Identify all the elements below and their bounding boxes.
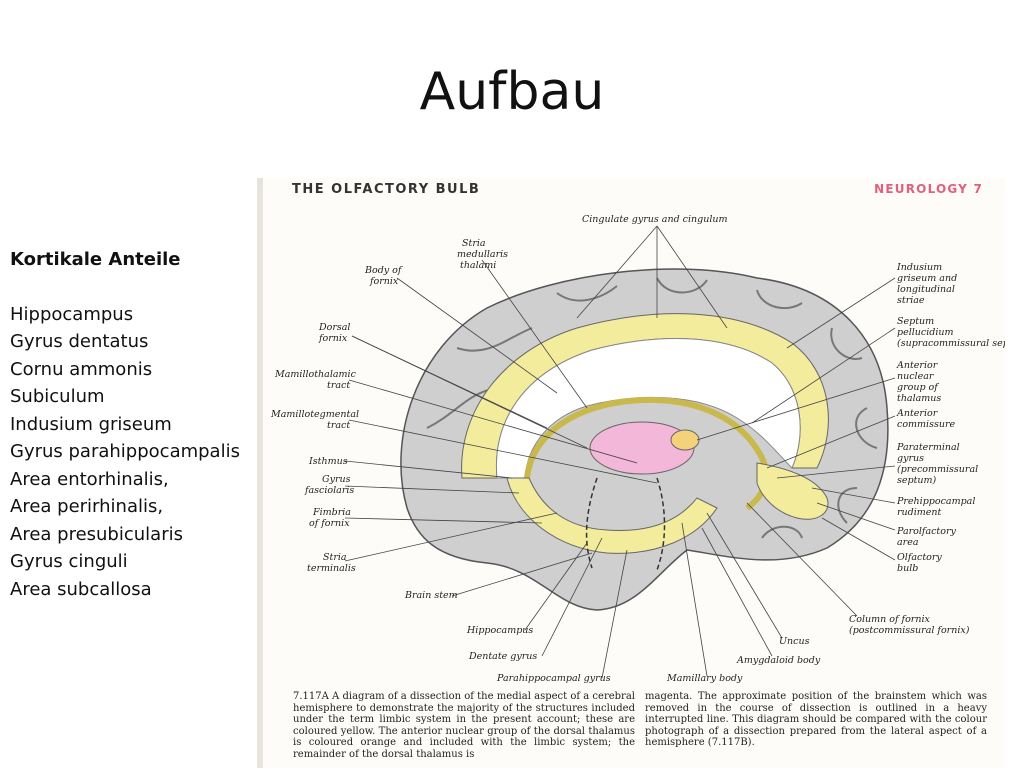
- label-mamillothalamic-2: tract: [327, 380, 350, 391]
- label-mamillotegmental: Mamillotegmental: [270, 409, 359, 420]
- label-anterior-nuclear-2: nuclear: [897, 371, 935, 382]
- gyri-lines: [426, 277, 878, 539]
- label-fimbria-2: of fornix: [309, 518, 350, 529]
- label-body-fornix: Body of: [364, 265, 403, 276]
- list-item: Subiculum: [10, 386, 105, 407]
- label-stria-medullaris: Stria: [462, 238, 486, 249]
- label-amygdaloid: Amygdaloid body: [736, 655, 821, 666]
- label-gyrus-fasciolaris: Gyrus: [322, 474, 351, 485]
- label-column-fornix-2: (postcommissural fornix): [849, 625, 970, 636]
- label-septum-2: pellucidium: [897, 327, 954, 338]
- label-fimbria: Fimbria: [312, 507, 351, 518]
- label-indusium-3: longitudinal: [897, 284, 955, 295]
- label-gyrus-fasciolaris-2: fasciolaris: [304, 485, 354, 496]
- label-prehippocampal-2: rudiment: [897, 507, 942, 518]
- list-item: Gyrus parahippocampalis: [10, 441, 240, 462]
- label-prehippocampal: Prehippocampal: [896, 496, 975, 507]
- label-stria-terminalis-2: terminalis: [307, 563, 356, 574]
- label-paraterminal-4: septum): [897, 475, 937, 486]
- label-stria-medullaris-3: thalami: [460, 260, 496, 271]
- label-indusium-4: striae: [897, 295, 925, 306]
- label-uncus: Uncus: [779, 636, 810, 647]
- label-dentate-gyrus: Dentate gyrus: [468, 651, 537, 662]
- label-parolfactory-2: area: [897, 537, 919, 548]
- plate-header-right: NEUROLOGY 7: [874, 182, 983, 196]
- label-paraterminal-3: (precommissural: [897, 464, 978, 475]
- brain-diagram: Cingulate gyrus and cingulum Stria medul…: [270, 214, 1005, 684]
- list-item: Indusium griseum: [10, 413, 172, 435]
- slide-title: Aufbau: [419, 62, 605, 122]
- label-parolfactory: Parolfactory: [896, 526, 957, 537]
- label-indusium-2: griseum and: [897, 273, 957, 284]
- list-item: Area entorhinalis,: [10, 468, 169, 490]
- septal-area: [756, 462, 829, 520]
- label-mamillary-body: Mamillary body: [666, 673, 743, 684]
- label-paraterminal-2: gyrus: [897, 453, 924, 464]
- label-stria-medullaris-2: medullaris: [457, 249, 508, 260]
- label-septum: Septum: [897, 316, 934, 327]
- leader-lines: [344, 225, 896, 679]
- plate-header-left: THE OLFACTORY BULB: [292, 182, 481, 197]
- label-anterior-nuclear: Anterior: [896, 360, 939, 371]
- figure-caption-right: magenta. The approximate position of the…: [645, 691, 987, 749]
- sidebar-heading: Kortikale Anteile: [10, 249, 181, 270]
- label-body-fornix-2: fornix: [369, 276, 399, 287]
- label-cingulate: Cingulate gyrus and cingulum: [582, 214, 728, 225]
- label-anterior-nuclear-4: thalamus: [897, 393, 941, 404]
- label-septum-3: (supracommissural septum): [897, 338, 1005, 349]
- list-item: Area presubicularis: [10, 523, 183, 545]
- label-anterior-commissure: Anterior: [896, 408, 939, 419]
- anterior-nuclear-group: [670, 429, 700, 451]
- label-column-fornix: Column of fornix: [849, 614, 930, 625]
- list-item: Area subcallosa: [10, 578, 152, 600]
- label-parahippocampal: Parahippocampal gyrus: [496, 673, 611, 684]
- label-mamillothalamic: Mamillothalamic: [274, 369, 357, 380]
- brainstem-outline: [585, 477, 666, 571]
- list-item: Gyrus dentatus: [10, 331, 149, 352]
- label-mamillotegmental-2: tract: [327, 420, 350, 431]
- label-olfactory-bulb: Olfactory: [897, 552, 942, 563]
- plate-binding-edge: [257, 178, 263, 768]
- anatomy-plate: THE OLFACTORY BULB NEUROLOGY 7: [257, 178, 1005, 768]
- label-dorsal-fornix: Dorsal: [318, 322, 350, 333]
- figure-caption-left: 7.117A A diagram of a dissection of the …: [293, 691, 635, 760]
- label-isthmus: Isthmus: [308, 456, 348, 467]
- corpus-callosum: [495, 338, 801, 479]
- list-item: Area perirhinalis,: [10, 496, 164, 517]
- list-item: Cornu ammonis: [10, 358, 153, 380]
- label-olfactory-bulb-2: bulb: [897, 563, 918, 574]
- label-anterior-nuclear-3: group of: [897, 382, 939, 393]
- label-anterior-commissure-2: commissure: [897, 419, 956, 430]
- list-item: Hippocampus: [10, 303, 134, 325]
- label-paraterminal: Paraterminal: [896, 442, 960, 453]
- label-dorsal-fornix-2: fornix: [318, 333, 348, 344]
- sidebar-list: Kortikale Anteile Hippocampus Gyrus dent…: [10, 246, 255, 603]
- label-stria-terminalis: Stria: [323, 552, 347, 563]
- label-hippocampus: Hippocampus: [466, 625, 533, 636]
- label-indusium: Indusium: [896, 262, 942, 273]
- label-brain-stem: Brain stem: [404, 590, 458, 601]
- list-item: Gyrus cinguli: [10, 551, 128, 572]
